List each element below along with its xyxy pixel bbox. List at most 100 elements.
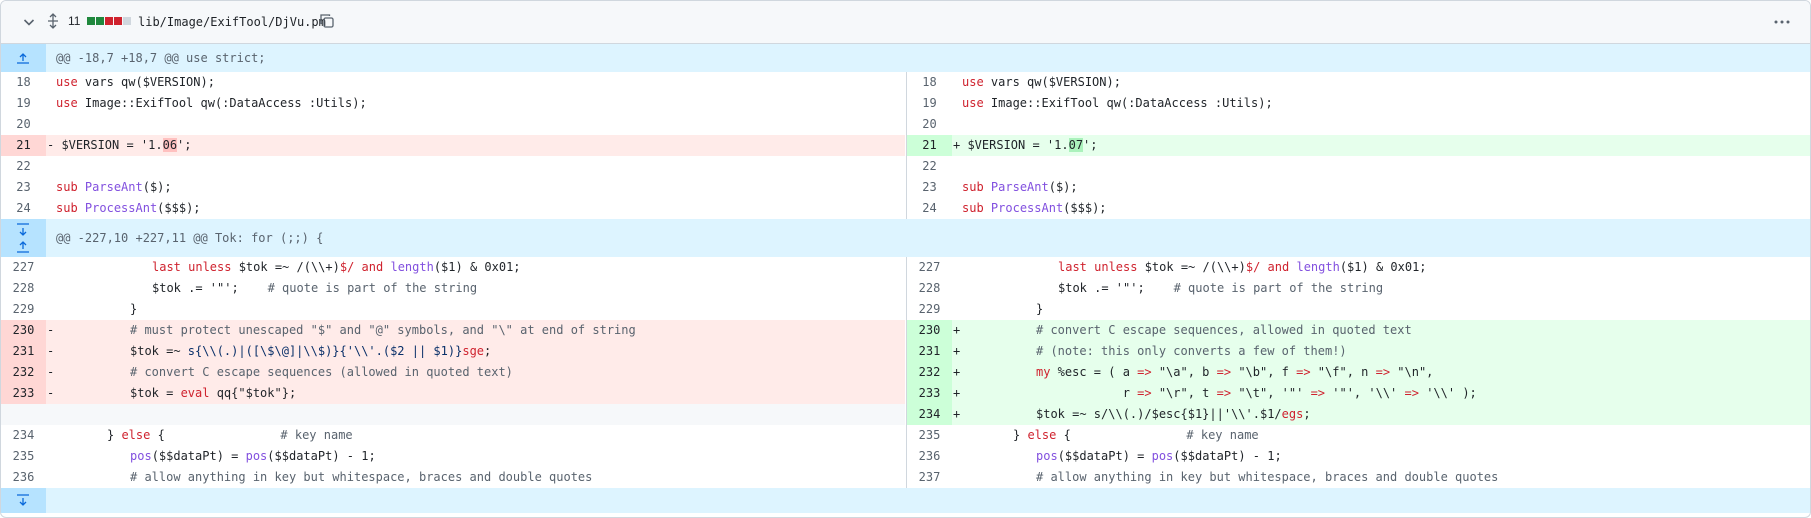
- diffstat-added-block: [96, 17, 104, 25]
- line-number[interactable]: 237: [918, 470, 941, 484]
- hunk-header-text: @@ -18,7 +18,7 @@ use strict;: [56, 51, 266, 65]
- diff-row: 235 pos($$dataPt) = pos($$dataPt) - 1; 23…: [1, 446, 1810, 467]
- expand-button[interactable]: [1, 219, 46, 257]
- line-number[interactable]: 19: [922, 96, 937, 110]
- kebab-menu-icon[interactable]: [1773, 14, 1791, 30]
- diff-marker: +: [953, 323, 961, 337]
- line-number[interactable]: 234: [12, 428, 35, 442]
- line-number[interactable]: 23: [922, 180, 937, 194]
- code-line: # convert C escape sequences (allowed in…: [130, 365, 513, 379]
- code-line: - $VERSION = '1.06';: [47, 138, 192, 152]
- line-number[interactable]: 228: [918, 281, 941, 295]
- code-line: pos($$dataPt) = pos($$dataPt) - 1;: [1036, 449, 1282, 463]
- code-line: + $VERSION = '1.07';: [953, 138, 1098, 152]
- diff-marker: +: [953, 407, 961, 421]
- diff-row: 21- $VERSION = '1.06'; 21+ $VERSION = '1…: [1, 135, 1810, 156]
- expand-all-icon[interactable]: [45, 13, 61, 29]
- code-line: } else { # key name: [107, 428, 353, 442]
- line-number[interactable]: 229: [918, 302, 941, 316]
- line-number[interactable]: 235: [12, 449, 35, 463]
- code-line: # allow anything in key but whitespace, …: [1036, 470, 1499, 484]
- diff-row: 227 last unless $tok =~ /(\\+)$/ and leng…: [1, 257, 1810, 278]
- code-line: pos($$dataPt) = pos($$dataPt) - 1;: [130, 449, 376, 463]
- code-line: $tok =~ s{\\(.)|([\$\@]|\\$)}{'\\'.($2 |…: [130, 344, 492, 358]
- code-line: use Image::ExifTool qw(:DataAccess :Util…: [962, 96, 1273, 110]
- line-number[interactable]: 22: [922, 159, 937, 173]
- line-number[interactable]: 18: [922, 75, 937, 89]
- diff-marker: +: [953, 344, 961, 358]
- line-number[interactable]: 235: [918, 428, 941, 442]
- line-number[interactable]: 236: [12, 470, 35, 484]
- line-number[interactable]: 234: [907, 404, 952, 425]
- diff-marker: -: [47, 344, 55, 358]
- line-number[interactable]: 24: [922, 201, 937, 215]
- diff-row: 230-# must protect unescaped "$" and "@"…: [1, 320, 1810, 341]
- diff-row: 234 } else { # key name 235 } else { # key…: [1, 425, 1810, 446]
- code-line: $tok =~ s/\\(.)/$esc{$1}||'\\'.$1/egs;: [1036, 407, 1311, 421]
- code-line: use vars qw($VERSION);: [56, 75, 215, 89]
- line-number[interactable]: 232: [1, 362, 46, 383]
- line-number[interactable]: 236: [918, 449, 941, 463]
- line-number[interactable]: 20: [922, 117, 937, 131]
- diff-row: 228 $tok .= '"'; # quote is part of the s…: [1, 278, 1810, 299]
- line-number[interactable]: 18: [16, 75, 31, 89]
- diff-row: 19 use Image::ExifTool qw(:DataAccess :Ut…: [1, 93, 1810, 114]
- copy-icon[interactable]: [319, 13, 335, 29]
- line-number[interactable]: 227: [918, 260, 941, 274]
- code-line: # (note: this only converts a few of the…: [1036, 344, 1347, 358]
- code-line: } else { # key name: [1013, 428, 1259, 442]
- diff-row: 23 sub ParseAnt($); 23 sub ParseAnt($);: [1, 177, 1810, 198]
- diff-row: 233-$tok = eval qq{"$tok"}; 233+ r => "\…: [1, 383, 1810, 404]
- line-number[interactable]: 21: [1, 135, 46, 156]
- expand-up-down-icon: [17, 223, 29, 253]
- line-number[interactable]: 22: [16, 159, 31, 173]
- line-number[interactable]: 229: [12, 302, 35, 316]
- diff-marker: +: [953, 365, 961, 379]
- code-line: sub ParseAnt($);: [962, 180, 1078, 194]
- line-number[interactable]: 24: [16, 201, 31, 215]
- diffstat-removed-block: [105, 17, 113, 25]
- file-header: 11 lib/Image/ExifTool/DjVu.pm: [1, 1, 1810, 44]
- code-line: }: [130, 302, 138, 316]
- line-number[interactable]: 233: [907, 383, 952, 404]
- line-number[interactable]: 231: [1, 341, 46, 362]
- code-line: # convert C escape sequences, allowed in…: [1036, 323, 1412, 337]
- diffstat-added-block: [87, 17, 95, 25]
- code-line: r => "\r", t => "\t", '"' => '"', '\\' =…: [1036, 386, 1477, 400]
- code-line: # must protect unescaped "$" and "@" sym…: [130, 323, 636, 337]
- diff-marker: -: [47, 386, 55, 400]
- line-number[interactable]: 230: [907, 320, 952, 341]
- diff-row: 234+ $tok =~ s/\\(.)/$esc{$1}||'\\'.$1/eg…: [1, 404, 1810, 425]
- changes-count: 11: [68, 14, 81, 28]
- code-line: $tok = eval qq{"$tok"};: [130, 386, 297, 400]
- line-number[interactable]: 227: [12, 260, 35, 274]
- expand-down-button[interactable]: [1, 488, 46, 513]
- line-number[interactable]: 232: [907, 362, 952, 383]
- line-number[interactable]: 23: [16, 180, 31, 194]
- code-line: # allow anything in key but whitespace, …: [130, 470, 593, 484]
- line-number[interactable]: 231: [907, 341, 952, 362]
- diff-marker: -: [47, 323, 55, 337]
- code-line: last unless $tok =~ /(\\+)$/ and length(…: [1058, 260, 1427, 274]
- diffstat-neutral-block: [123, 17, 131, 25]
- diff-marker: -: [47, 365, 55, 379]
- line-number[interactable]: 228: [12, 281, 35, 295]
- code-line: sub ParseAnt($);: [56, 180, 172, 194]
- hunk-header: @@ -227,10 +227,11 @@ Tok: for (;;) {: [1, 219, 1810, 257]
- line-number[interactable]: 230: [1, 320, 46, 341]
- code-line: $tok .= '"'; # quote is part of the stri…: [152, 281, 478, 295]
- hunk-header: @@ -18,7 +18,7 @@ use strict;: [1, 44, 1810, 72]
- line-number[interactable]: 21: [907, 135, 952, 156]
- diff-row: 236 # allow anything in key but whitespac…: [1, 467, 1810, 488]
- file-path[interactable]: lib/Image/ExifTool/DjVu.pm: [138, 15, 326, 29]
- line-number[interactable]: 19: [16, 96, 31, 110]
- diffstat-removed-block: [114, 17, 122, 25]
- chevron-down-icon[interactable]: [21, 14, 37, 30]
- code-line: last unless $tok =~ /(\\+)$/ and length(…: [152, 260, 521, 274]
- line-number[interactable]: 233: [1, 383, 46, 404]
- expand-up-button[interactable]: [1, 44, 46, 72]
- line-number[interactable]: 20: [16, 117, 31, 131]
